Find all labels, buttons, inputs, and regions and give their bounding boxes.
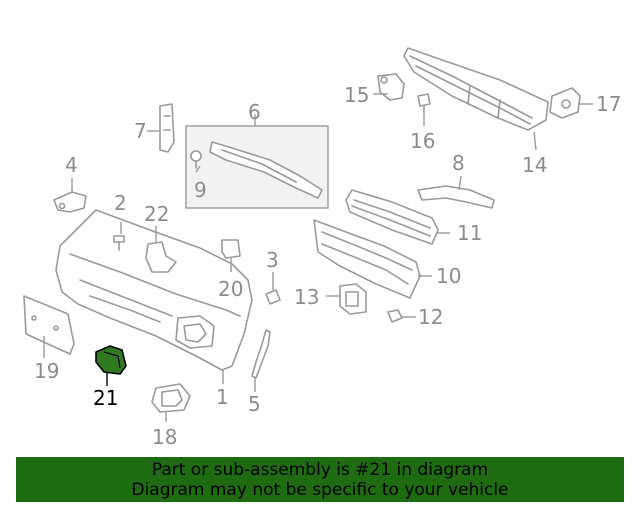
callout-4: 4 bbox=[65, 153, 78, 177]
part-21-highlighted[interactable] bbox=[95, 345, 127, 375]
part-13-bracket[interactable] bbox=[339, 283, 367, 315]
callout-labels: 1 2 3 4 5 6 7 8 9 10 11 12 13 14 15 16 1… bbox=[34, 83, 621, 449]
part-11-grille[interactable] bbox=[345, 189, 439, 245]
callout-5: 5 bbox=[248, 392, 261, 416]
callout-18: 18 bbox=[152, 425, 177, 449]
part-15-bracket[interactable] bbox=[377, 73, 405, 101]
callout-19: 19 bbox=[34, 359, 59, 383]
part-22-sensor[interactable] bbox=[145, 241, 177, 273]
callout-17: 17 bbox=[596, 92, 621, 116]
callout-8: 8 bbox=[452, 151, 465, 175]
leader-lines bbox=[43, 93, 593, 422]
callout-12: 12 bbox=[418, 305, 443, 329]
part-5-moulding[interactable] bbox=[251, 329, 271, 379]
part-12-clip[interactable] bbox=[387, 309, 403, 323]
callout-7: 7 bbox=[134, 119, 147, 143]
callout-9: 9 bbox=[194, 178, 207, 202]
banner-line-2: Diagram may not be specific to your vehi… bbox=[131, 480, 509, 500]
callout-2: 2 bbox=[114, 191, 127, 215]
part-2-bolt[interactable] bbox=[113, 235, 125, 251]
callout-11: 11 bbox=[457, 221, 482, 245]
part-20-bracket[interactable] bbox=[221, 239, 241, 259]
part-18-fog-bezel[interactable] bbox=[151, 383, 191, 413]
callout-15: 15 bbox=[344, 83, 369, 107]
callout-20: 20 bbox=[218, 277, 243, 301]
part-1-bumper-cover[interactable] bbox=[55, 209, 253, 371]
callout-22: 22 bbox=[144, 202, 169, 226]
callout-21: 21 bbox=[93, 386, 118, 410]
info-banner: Part or sub-assembly is #21 in diagram D… bbox=[16, 457, 624, 502]
part-10-grille[interactable] bbox=[313, 219, 421, 299]
callout-1: 1 bbox=[216, 385, 229, 409]
callout-16: 16 bbox=[410, 129, 435, 153]
part-17-bracket[interactable] bbox=[549, 87, 581, 119]
part-8-bracket[interactable] bbox=[417, 185, 495, 209]
part-4-bracket[interactable] bbox=[53, 191, 87, 213]
banner-line-1: Part or sub-assembly is #21 in diagram bbox=[151, 460, 489, 480]
part-9-clip[interactable] bbox=[190, 150, 202, 169]
callout-10: 10 bbox=[436, 264, 461, 288]
part-14-reinforcement[interactable] bbox=[403, 47, 549, 131]
callout-13: 13 bbox=[294, 285, 319, 309]
callout-14: 14 bbox=[522, 153, 547, 177]
part-6-retainer[interactable] bbox=[209, 141, 323, 199]
callout-6: 6 bbox=[248, 100, 261, 124]
part-16-clip[interactable] bbox=[417, 93, 431, 113]
part-3-clip[interactable] bbox=[265, 289, 281, 305]
part-7-bracket[interactable] bbox=[159, 103, 175, 153]
part-19-license-bracket[interactable] bbox=[23, 295, 75, 355]
callout-3: 3 bbox=[266, 248, 279, 272]
